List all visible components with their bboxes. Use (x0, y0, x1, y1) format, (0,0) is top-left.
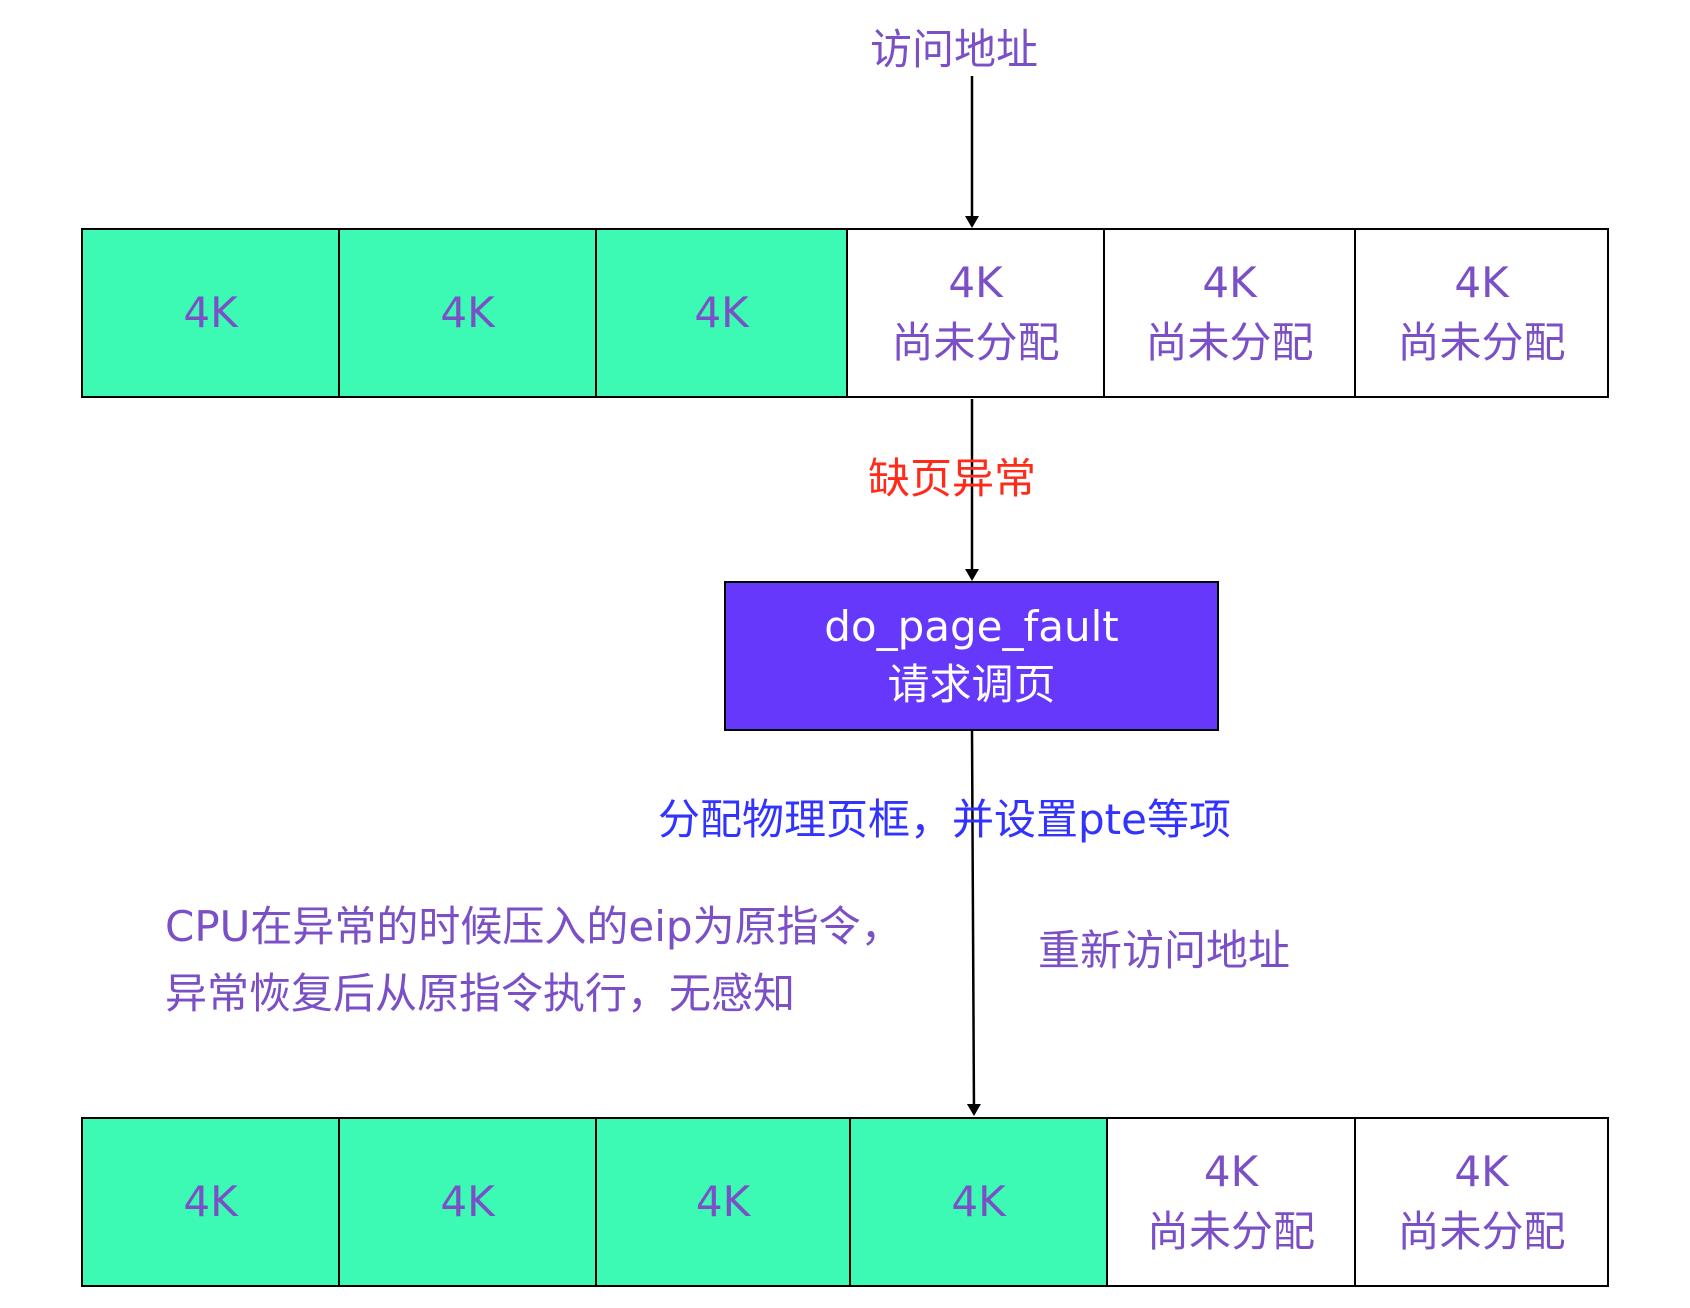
handler-function-name: do_page_fault (824, 602, 1119, 651)
page-size: 4K (1203, 1147, 1259, 1196)
page-size: 4K (440, 1177, 495, 1226)
page-size: 4K (695, 1177, 751, 1226)
top-page-cell-6: 4K 尚未分配 (1354, 230, 1607, 396)
page-size: 4K (1454, 258, 1509, 307)
allocate-frame-label: 分配物理页框，并设置pte等项 (658, 795, 1231, 844)
do-page-fault-box: do_page_fault 请求调页 (724, 581, 1219, 731)
page-fault-label: 缺页异常 (868, 454, 1037, 503)
retry-access-label: 重新访问地址 (1038, 926, 1291, 975)
page-size: 4K (948, 258, 1003, 307)
retry-arrow (966, 730, 981, 1116)
page-size: 4K (951, 1177, 1006, 1226)
page-status: 尚未分配 (1146, 1207, 1315, 1256)
handler-description: 请求调页 (887, 660, 1056, 709)
page-size: 4K (183, 1177, 238, 1226)
page-size: 4K (1454, 1147, 1509, 1196)
top-page-row: 4K 4K 4K 4K 尚未分配 4K 尚未分配 4K 尚未分配 (81, 228, 1609, 398)
page-status: 尚未分配 (891, 318, 1060, 367)
access-address-label: 访问地址 (870, 25, 1039, 74)
top-page-cell-3: 4K (595, 230, 846, 396)
top-page-cell-4: 4K 尚未分配 (846, 230, 1103, 396)
page-size: 4K (183, 288, 238, 337)
bottom-page-cell-5: 4K 尚未分配 (1106, 1119, 1354, 1285)
page-status: 尚未分配 (1397, 1207, 1566, 1256)
page-status: 尚未分配 (1397, 318, 1566, 367)
top-page-cell-2: 4K (338, 230, 595, 396)
cpu-eip-note-line-2: 异常恢复后从原指令执行，无感知 (165, 969, 796, 1018)
page-size: 4K (440, 288, 495, 337)
top-page-cell-1: 4K (83, 230, 338, 396)
page-status: 尚未分配 (1145, 318, 1314, 367)
page-size: 4K (694, 288, 749, 337)
bottom-page-row: 4K 4K 4K 4K 4K 尚未分配 4K 尚未分配 (81, 1117, 1609, 1287)
bottom-page-cell-6: 4K 尚未分配 (1354, 1119, 1607, 1285)
page-size: 4K (1202, 258, 1257, 307)
bottom-page-cell-1: 4K (83, 1119, 338, 1285)
top-page-cell-5: 4K 尚未分配 (1103, 230, 1354, 396)
bottom-page-cell-3: 4K (595, 1119, 849, 1285)
bottom-page-cell-2: 4K (338, 1119, 595, 1285)
cpu-eip-note-line-1: CPU在异常的时候压入的eip为原指令， (165, 902, 903, 951)
bottom-page-cell-4: 4K (849, 1119, 1106, 1285)
